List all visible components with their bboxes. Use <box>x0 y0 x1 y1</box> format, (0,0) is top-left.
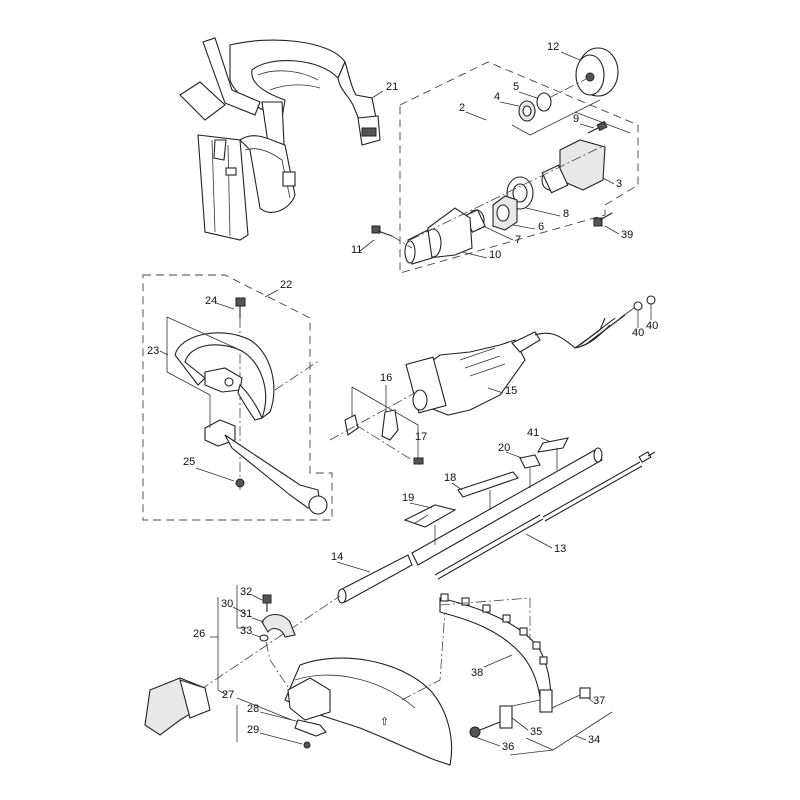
clamp-16-17 <box>329 385 424 465</box>
part-label-2: 2 <box>459 102 465 114</box>
drive-shaft-13 <box>434 451 656 580</box>
part-label-40: 40 <box>632 327 644 339</box>
part-label-18: 18 <box>444 472 456 484</box>
gear-head-26 <box>144 585 296 736</box>
part-label-24: 24 <box>205 295 217 307</box>
part-label-22: 22 <box>280 279 292 291</box>
svg-text:⇧: ⇧ <box>380 716 389 728</box>
part-label-27: 27 <box>222 689 234 701</box>
part-label-23: 23 <box>147 345 159 357</box>
part-label-35: 35 <box>530 726 542 738</box>
part-label-34: 34 <box>588 734 600 746</box>
guard-27: ⇧ <box>236 609 453 766</box>
part-label-8: 8 <box>563 208 569 220</box>
part-label-29: 29 <box>247 724 259 736</box>
part-label-3: 3 <box>616 178 622 190</box>
guard-extension-38 <box>439 593 613 756</box>
outer-pipe-14 <box>336 554 413 604</box>
part-label-30: 30 <box>221 598 233 610</box>
part-label-16: 16 <box>380 372 392 384</box>
part-label-40: 40 <box>646 320 658 332</box>
part-label-6: 6 <box>538 221 544 233</box>
part-label-33: 33 <box>240 625 252 637</box>
part-label-9: 9 <box>573 113 579 125</box>
part-label-7: 7 <box>515 234 521 246</box>
gear-case-assembly-2 <box>359 47 639 274</box>
part-label-39: 39 <box>621 229 633 241</box>
part-label-4: 4 <box>494 91 500 103</box>
part-label-36: 36 <box>502 741 514 753</box>
part-label-5: 5 <box>513 81 519 93</box>
part-label-32: 32 <box>240 586 252 598</box>
part-label-14: 14 <box>331 551 343 563</box>
part-label-13: 13 <box>554 543 566 555</box>
shoulder-harness-21 <box>179 37 381 241</box>
part-label-17: 17 <box>415 431 427 443</box>
part-label-12: 12 <box>547 41 559 53</box>
part-label-38: 38 <box>471 667 483 679</box>
part-label-25: 25 <box>183 456 195 468</box>
shaft-tube-and-decals <box>403 437 603 566</box>
part-label-37: 37 <box>593 695 605 707</box>
part-label-41: 41 <box>527 427 539 439</box>
part-label-15: 15 <box>505 385 517 397</box>
part-label-26: 26 <box>193 628 205 640</box>
part-label-10: 10 <box>489 249 501 261</box>
loop-handle-assembly-22 <box>142 274 333 521</box>
part-label-11: 11 <box>351 244 362 256</box>
part-label-19: 19 <box>402 492 414 504</box>
part-label-21: 21 <box>386 81 398 93</box>
part-label-28: 28 <box>247 703 259 715</box>
part-label-20: 20 <box>498 442 510 454</box>
part-label-31: 31 <box>240 608 252 620</box>
throttle-handle-15 <box>405 295 656 416</box>
